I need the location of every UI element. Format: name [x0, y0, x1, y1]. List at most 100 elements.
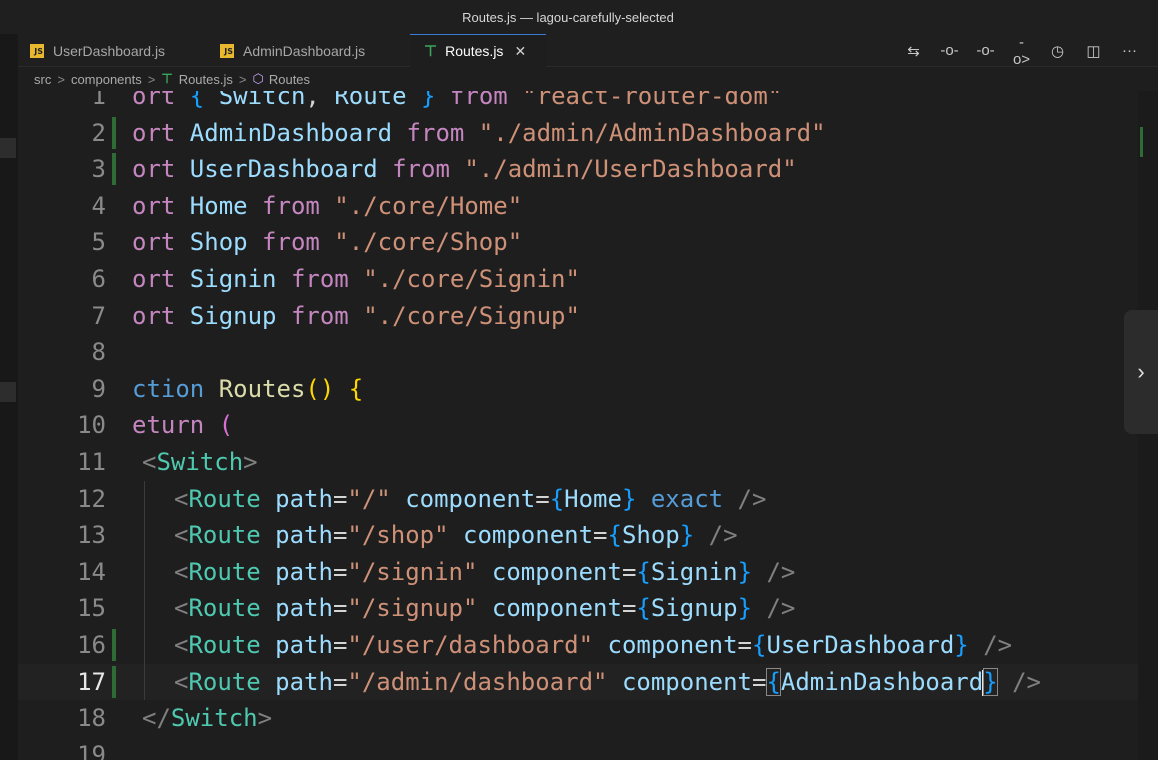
code-token: path	[275, 594, 333, 623]
tab-user-dashboard[interactable]: JS UserDashboard.js	[30, 34, 210, 67]
code-line[interactable]: 2 ort AdminDashboard from "./admin/AdminD…	[18, 115, 1138, 151]
code-line[interactable]: 17 <Route path="/admin/dashboard" compone…	[18, 664, 1138, 700]
editor-tab-bar: JS UserDashboard.js JS AdminDashboard.js…	[18, 33, 1158, 68]
code-line[interactable]: 5 ort Shop from "./core/Shop"	[18, 224, 1138, 260]
code-token: from	[290, 301, 364, 330]
code-line[interactable]: 7 ort Signup from "./core/Signup"	[18, 298, 1138, 334]
code-token: "/shop"	[347, 521, 463, 550]
code-text[interactable]: <Switch>	[142, 444, 258, 480]
line-number[interactable]: 4	[91, 191, 106, 220]
code-token: Shop	[621, 521, 680, 550]
code-line[interactable]: 13 <Route path="/shop" component={Shop} /…	[18, 517, 1138, 553]
code-text[interactable]: <Route path="/signin" component={Signin}…	[174, 554, 795, 590]
line-number[interactable]: 8	[91, 338, 106, 367]
code-token: />	[752, 557, 796, 586]
compare-changes-icon[interactable]: ⇆	[907, 42, 920, 60]
line-number[interactable]: 1	[91, 91, 106, 110]
code-line[interactable]: 8	[18, 334, 1138, 370]
tab-routes[interactable]: ⊤ Routes.js ✕	[410, 34, 546, 67]
code-line[interactable]: 10 eturn (	[18, 407, 1138, 443]
code-token: ction	[132, 374, 219, 403]
line-number[interactable]: 11	[77, 448, 106, 476]
line-number[interactable]: 6	[91, 265, 106, 293]
code-text[interactable]: eturn (	[132, 407, 233, 443]
code-text[interactable]: <Route path="/user/dashboard" component=…	[174, 627, 1012, 663]
breadcrumb-item-file[interactable]: Routes.js	[178, 71, 233, 87]
code-text[interactable]: <Route path="/" component={Home} exact /…	[174, 481, 766, 517]
line-number[interactable]: 5	[91, 228, 106, 257]
line-number[interactable]: 9	[91, 374, 106, 403]
line-number[interactable]: 14	[77, 557, 106, 586]
line-number[interactable]: 12	[77, 484, 106, 513]
code-text[interactable]: ort { Switch, Route } from "react-router…	[132, 91, 782, 114]
breadcrumb-item-src[interactable]: src	[34, 71, 52, 87]
line-number[interactable]: 17	[77, 667, 106, 696]
panel-toggle-button[interactable]: ›	[1124, 310, 1158, 434]
code-token: {	[348, 374, 364, 403]
code-text[interactable]: ort Signup from "./core/Signup"	[132, 298, 580, 334]
code-line[interactable]: 12 <Route path="/" component={Home} exact…	[18, 481, 1138, 517]
code-token: Route	[334, 91, 407, 110]
code-token: ort	[132, 118, 190, 147]
code-text[interactable]: ort Shop from "./core/Shop"	[132, 224, 522, 260]
code-line[interactable]: 6 ort Signin from "./core/Signin"	[18, 261, 1138, 297]
code-text[interactable]: ort UserDashboard from "./admin/UserDash…	[132, 151, 797, 187]
tab-label: UserDashboard.js	[53, 42, 166, 59]
breadcrumb-item-components[interactable]: components	[70, 71, 142, 87]
open-timeline-icon[interactable]: ◷	[1050, 42, 1065, 60]
code-token: Route	[188, 557, 276, 586]
code-line[interactable]: 1 ort { Switch, Route } from "react-route…	[18, 91, 1138, 114]
code-text[interactable]: <Route path="/shop" component={Shop} />	[174, 517, 738, 553]
line-number[interactable]: 18	[77, 704, 106, 733]
code-line[interactable]: 15 <Route path="/signup" component={Signu…	[18, 590, 1138, 626]
code-token: <	[174, 594, 189, 623]
code-text[interactable]: ction Routes() {	[132, 371, 363, 407]
code-text[interactable]: <Route path="/admin/dashboard" component…	[174, 664, 1041, 700]
code-token: ort	[132, 301, 190, 330]
code-token: =	[332, 631, 348, 659]
code-line[interactable]: 14 <Route path="/signin" component={Signi…	[18, 554, 1138, 590]
code-line[interactable]: 3 ort UserDashboard from "./admin/UserDas…	[18, 151, 1138, 187]
next-change-icon[interactable]: -o>	[1012, 33, 1031, 68]
code-token: }	[737, 557, 753, 586]
line-number[interactable]: 15	[77, 594, 106, 623]
code-line[interactable]: 11 <Switch>	[18, 444, 1138, 480]
code-line[interactable]: 4 ort Home from "./core/Home"	[18, 188, 1138, 224]
code-token: <	[174, 521, 189, 550]
code-token: ort	[132, 191, 190, 220]
code-token: eturn	[132, 411, 219, 440]
line-number[interactable]: 13	[77, 521, 106, 550]
line-number[interactable]: 10	[77, 411, 106, 440]
tab-admin-dashboard[interactable]: JS AdminDashboard.js	[220, 34, 410, 67]
breadcrumb-item-symbol[interactable]: Routes	[268, 71, 311, 87]
line-number[interactable]: 2	[91, 118, 106, 147]
code-token: "/signin"	[347, 557, 492, 586]
breadcrumb-separator: >	[147, 71, 156, 87]
tab-label: Routes.js	[445, 43, 504, 59]
code-editor[interactable]: 1 ort { Switch, Route } from "react-route…	[18, 91, 1138, 760]
code-text[interactable]: ort Home from "./core/Home"	[132, 188, 522, 224]
code-line[interactable]: 16 <Route path="/user/dashboard" componen…	[18, 627, 1138, 663]
more-actions-icon[interactable]: ···	[1122, 42, 1137, 59]
code-token: Signup	[189, 301, 291, 330]
line-number[interactable]: 16	[77, 631, 106, 659]
code-line[interactable]: 18 </Switch>	[18, 700, 1138, 736]
previous-change-icon[interactable]: -o-	[976, 42, 995, 59]
git-commit-icon[interactable]: -o-	[940, 42, 959, 59]
split-editor-icon[interactable]: ◫	[1086, 42, 1101, 60]
code-line[interactable]: 19	[18, 737, 1138, 760]
line-number[interactable]: 19	[77, 740, 106, 760]
line-number[interactable]: 3	[91, 155, 106, 184]
code-token: Switch	[218, 91, 306, 110]
code-line[interactable]: 9 ction Routes() {	[18, 371, 1138, 407]
code-text[interactable]: ort Signin from "./core/Signin"	[132, 261, 580, 297]
js-file-icon: JS	[220, 43, 234, 58]
code-token: "./admin/UserDashboard"	[464, 155, 797, 184]
line-number[interactable]: 7	[91, 301, 106, 330]
code-token: ,	[305, 91, 335, 110]
code-text[interactable]: <Route path="/signup" component={Signup}…	[174, 590, 795, 626]
code-token: {	[549, 484, 565, 513]
code-text[interactable]: ort AdminDashboard from "./admin/AdminDa…	[132, 115, 826, 151]
code-text[interactable]: </Switch>	[142, 700, 272, 736]
close-icon[interactable]: ✕	[514, 42, 527, 59]
